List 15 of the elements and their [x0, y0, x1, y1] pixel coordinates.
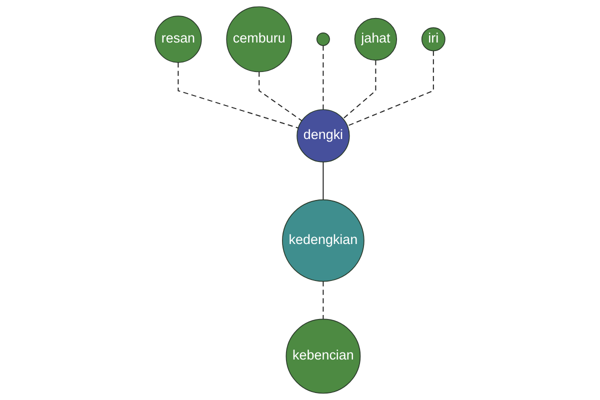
connector — [322, 162, 324, 200]
node-circle: jahat — [354, 18, 398, 61]
connector — [322, 281, 324, 320]
connector — [178, 62, 298, 129]
connector — [258, 72, 302, 122]
connector — [342, 60, 376, 120]
node-circle: iri — [421, 27, 446, 52]
node-circle — [316, 32, 330, 46]
node-circle: cemburu — [226, 6, 292, 72]
node-circle: dengki — [296, 109, 350, 162]
node-circle: resan — [154, 16, 202, 63]
node-circle: kedengkian — [282, 199, 364, 282]
node-circle: kebencian — [286, 318, 361, 394]
connector — [347, 50, 434, 126]
connector — [322, 46, 324, 110]
